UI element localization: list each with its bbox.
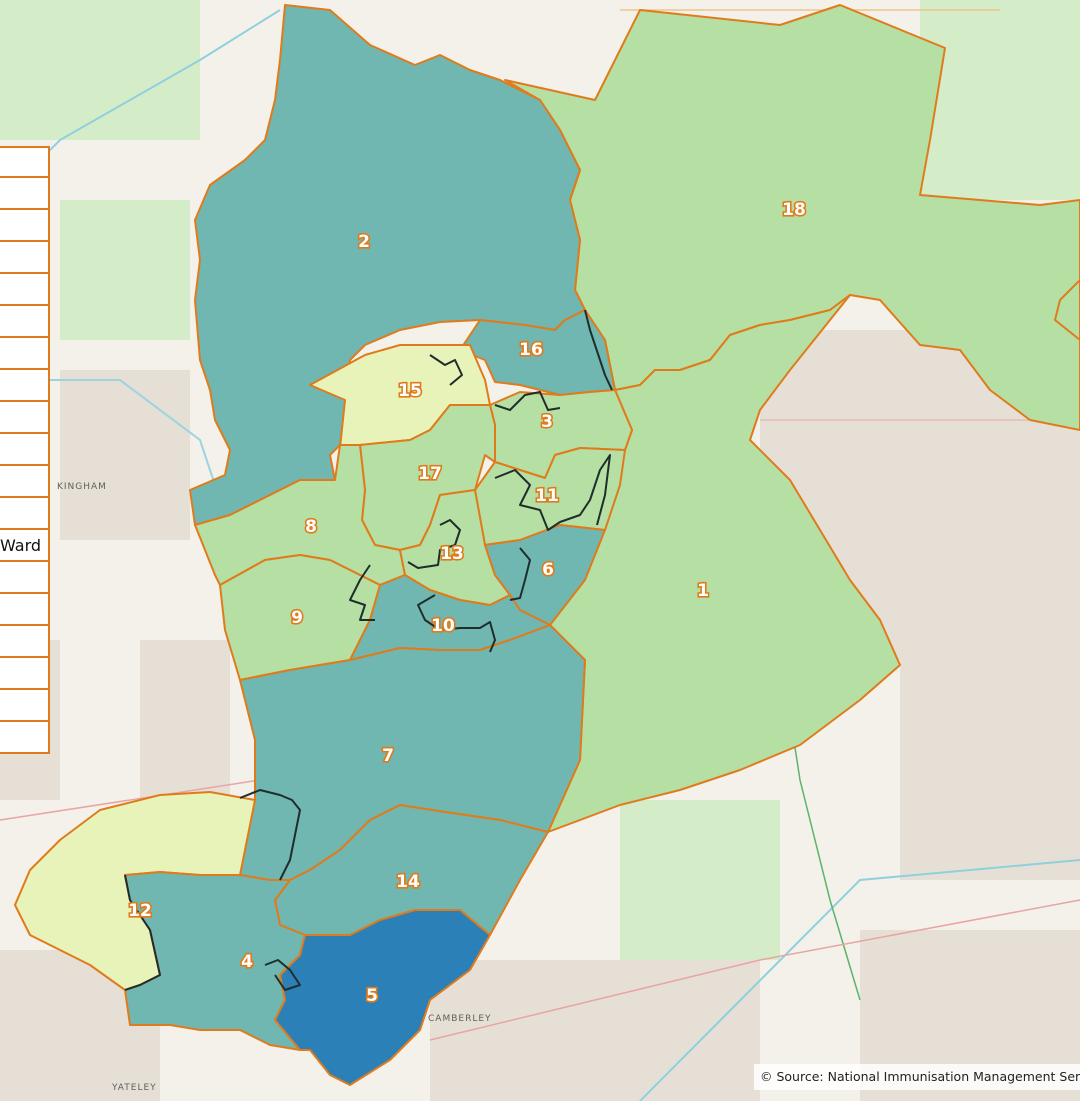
ward-label-8: 8: [305, 517, 317, 537]
legend-row: [0, 722, 50, 754]
ward-label-3: 3: [541, 412, 553, 432]
legend-row: [0, 210, 50, 242]
ward-label-13: 13: [440, 544, 464, 564]
place-name-camberley: CAMBERLEY: [428, 1014, 492, 1024]
basemap-urban-areas: [0, 330, 1080, 1101]
ward-label-11: 11: [535, 486, 559, 506]
ward-5[interactable]: [274, 909, 491, 1086]
ward-label-10: 10: [431, 616, 455, 636]
ward-18-east[interactable]: [1054, 279, 1080, 341]
source-attribution: © Source: National Immunisation Manageme…: [754, 1064, 1080, 1090]
basemap-labels: KINGHAM CAMBERLEY YATELEY: [57, 482, 492, 1093]
legend-row: [0, 146, 50, 178]
ward-label-17: 17: [418, 464, 442, 484]
ward-label-5: 5: [366, 986, 378, 1006]
legend-row: [0, 274, 50, 306]
inner-boundaries: [124, 309, 613, 991]
ward-label-1: 1: [697, 581, 709, 601]
legend-ward-label: Ward: [0, 536, 42, 555]
ward-labels: 1 2 3 4 5 6 7 8 9 10 11 12 13 14 15 16 1…: [127, 198, 808, 1007]
legend-row: [0, 370, 50, 402]
legend-row-ward: Ward: [0, 530, 50, 562]
legend-row: [0, 498, 50, 530]
ward-label-15: 15: [398, 381, 422, 401]
ward-label-18: 18: [782, 200, 806, 220]
legend-row: [0, 242, 50, 274]
ward-label-12: 12: [128, 901, 152, 921]
legend-row: [0, 658, 50, 690]
ward-label-2: 2: [358, 232, 370, 252]
legend-row: [0, 626, 50, 658]
place-name-kingham: KINGHAM: [57, 482, 107, 492]
legend-row: [0, 402, 50, 434]
ward-label-9: 9: [291, 608, 303, 628]
place-name-yateley: YATELEY: [111, 1083, 157, 1093]
legend-row: [0, 466, 50, 498]
ward-legend-table: Ward: [0, 146, 50, 754]
legend-row: [0, 178, 50, 210]
ward-label-16: 16: [519, 340, 543, 360]
legend-row: [0, 306, 50, 338]
legend-row: [0, 594, 50, 626]
ward-label-4: 4: [241, 952, 253, 972]
ward-label-14: 14: [396, 872, 420, 892]
legend-row: [0, 338, 50, 370]
legend-row: [0, 434, 50, 466]
legend-row: [0, 690, 50, 722]
ward-label-6: 6: [542, 560, 554, 580]
legend-row: [0, 562, 50, 594]
ward-label-7: 7: [382, 746, 394, 766]
